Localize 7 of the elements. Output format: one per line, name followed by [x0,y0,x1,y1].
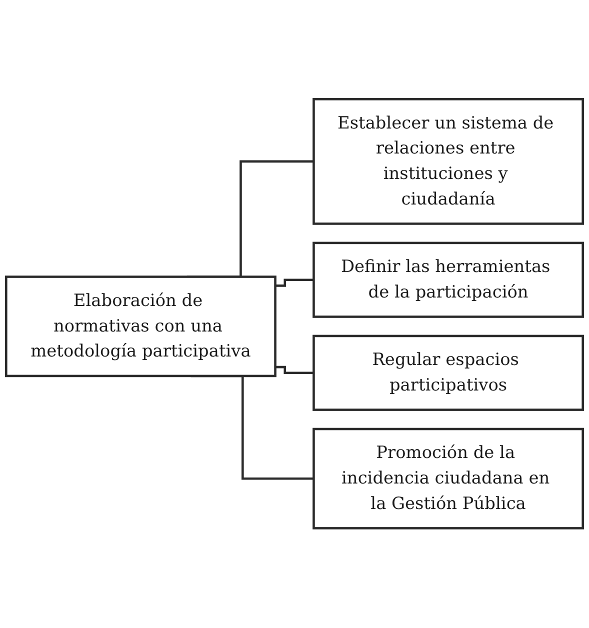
node-box: Regular espacios participativos [312,335,584,412]
node-box: Definir las herramientas de la participación [312,242,584,318]
connector [275,279,314,288]
node-box: Promoción de la incidencia ciudadana en la Gestión Pública [312,428,584,530]
connector [275,366,314,374]
node-box: Establecer un sistema de relaciones entre instituciones y ciudadanía [312,98,584,226]
node-box: Elaboración de normativas con una metodología participativa [5,276,276,378]
